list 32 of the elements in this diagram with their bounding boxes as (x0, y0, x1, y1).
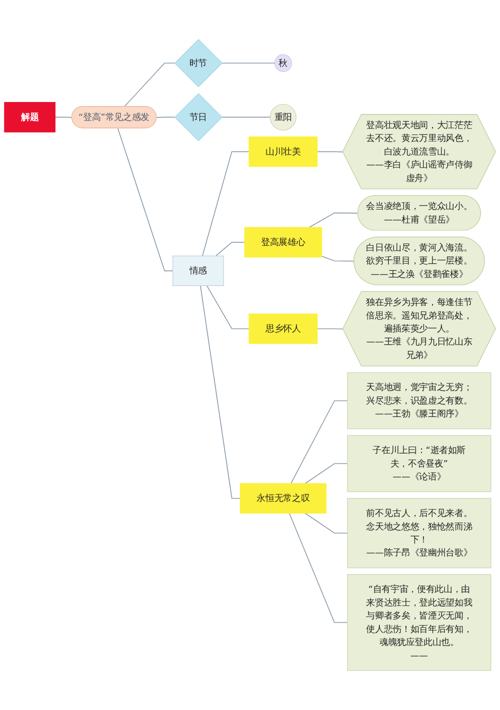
node-box: 前不见古人，后不见来者。念天地之悠悠，独怆然而涕下！ ——陈子昂《登幽州台歌》 (347, 498, 492, 568)
node-box: 思乡怀人 (248, 314, 318, 344)
connector (156, 116, 175, 118)
connector (202, 151, 250, 256)
node-circle: 秋 (274, 54, 292, 72)
node-circle: 重阳 (270, 104, 296, 130)
node-box: 天高地迥，觉宇宙之无穷；兴尽悲来，识盈虚之有数。 ——王勃《滕王阁序》 (347, 372, 492, 430)
connector (304, 463, 348, 484)
connector (321, 256, 355, 262)
node-box: 登高展雄心 (244, 227, 322, 258)
connector (206, 285, 250, 330)
connector (117, 128, 174, 272)
node-box: 情感 (172, 256, 224, 286)
connector (222, 62, 276, 64)
connector (222, 116, 271, 118)
connector (308, 212, 358, 228)
node-box: 子在川上曰：“逝者如斯夫，不舍昼夜” ——《论语》 (347, 435, 492, 492)
connector (304, 512, 348, 534)
connector (288, 512, 348, 623)
node-box: “自有宇宙，便有此山，由来贤达胜士，登此远望如我与卿者多矣，皆湮灭无闻，使人悲伤！如百年后有知，魂魄犹应登此山也。 —— (347, 574, 492, 671)
connector (200, 285, 241, 499)
node-diamond: 时节 (174, 39, 223, 88)
node-box: 山川壮美 (248, 136, 318, 167)
connector (290, 400, 348, 484)
connector (215, 242, 245, 256)
node-diamond: 节日 (174, 93, 223, 142)
connector (316, 328, 344, 330)
node-box: 解题 (4, 102, 56, 132)
node-box: 永恒无常之叹 (240, 483, 326, 514)
connector (316, 151, 344, 152)
connector (54, 116, 72, 118)
connector (124, 62, 175, 108)
